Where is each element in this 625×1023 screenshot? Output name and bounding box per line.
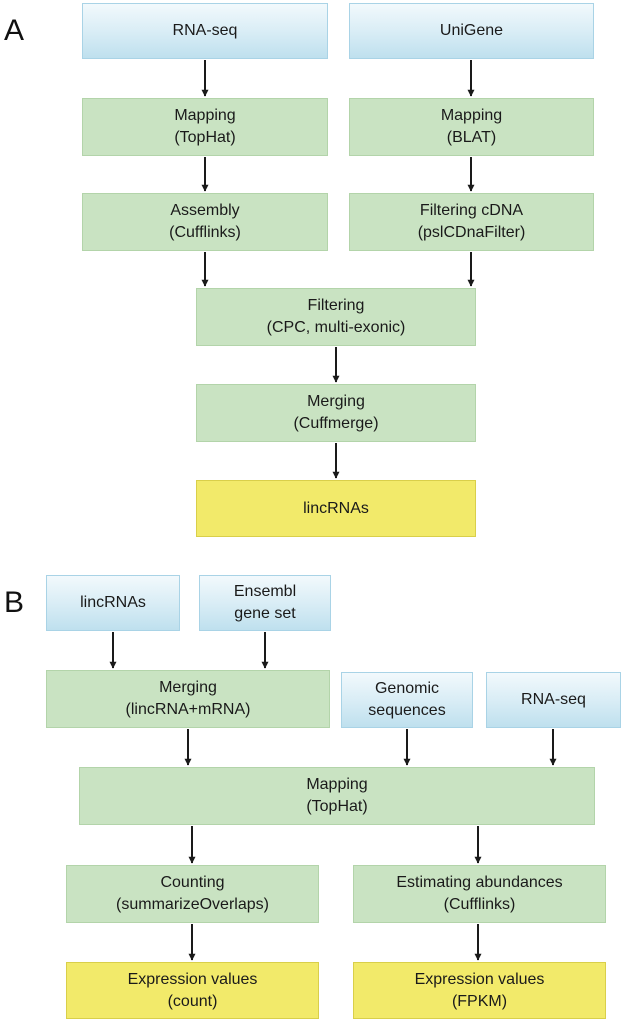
estimating-abundances-step: Estimating abundances (Cufflinks) [353,865,606,923]
expr-fpkm-line2: (FPKM) [451,992,508,1010]
genomic-line1: Genomic [374,680,440,697]
unigene-label: UniGene [439,22,504,39]
lincrnas-input: lincRNAs [46,575,180,631]
ensembl-line1: Ensembl [233,583,297,600]
assembly-line1: Assembly [170,202,240,219]
filtering-line1: Filtering [307,297,365,314]
mapping-tophat-line1: Mapping [174,107,236,124]
expression-fpkm-output: Expression values (FPKM) [353,962,606,1019]
mapping-blat-line2: (BLAT) [446,129,497,146]
mapping-b-line2: (TopHat) [306,798,368,815]
estimating-line1: Estimating abundances [396,874,563,891]
merging-lincrna-line1: Merging [159,679,217,696]
mapping-tophat-b-step: Mapping (TopHat) [79,767,595,825]
lincrnas-output: lincRNAs [196,480,476,537]
merging-lincrna-line2: (lincRNA+mRNA) [125,701,251,718]
panel-a-label: A [4,14,25,47]
ensembl-line2: gene set [234,605,296,622]
merging-cuffmerge-step: Merging (Cuffmerge) [196,384,476,442]
assembly-step: Assembly (Cufflinks) [82,193,328,251]
filtering-step: Filtering (CPC, multi-exonic) [196,288,476,346]
rna-seq-b-label: RNA-seq [521,691,586,708]
assembly-line2: (Cufflinks) [169,224,241,241]
filtering-cdna-line2: (pslCDnaFilter) [417,224,526,241]
rna-seq-label: RNA-seq [172,22,238,39]
unigene-input: UniGene [349,3,594,59]
rna-seq-input-a: RNA-seq [82,3,328,59]
counting-step: Counting (summarizeOverlaps) [66,865,319,923]
estimating-line2: (Cufflinks) [443,896,516,913]
mapping-b-line1: Mapping [306,776,368,793]
genomic-line2: sequences [368,702,446,719]
filtering-cdna-step: Filtering cDNA (pslCDnaFilter) [349,193,594,251]
lincrnas-input-label: lincRNAs [80,594,146,611]
merging-cuffmerge-line1: Merging [307,393,365,410]
mapping-tophat-line2: (TopHat) [174,129,236,146]
expr-count-line2: (count) [167,992,218,1010]
filtering-line2: (CPC, multi-exonic) [266,319,406,336]
genomic-sequences-input: Genomic sequences [341,672,473,728]
merging-cuffmerge-line2: (Cuffmerge) [293,415,379,432]
counting-line1: Counting [160,874,225,891]
expression-count-output: Expression values (count) [66,962,319,1019]
counting-line2: (summarizeOverlaps) [116,896,269,913]
merging-lincrna-mrna-step: Merging (lincRNA+mRNA) [46,670,330,728]
expr-fpkm-line1: Expression values [414,970,545,988]
mapping-blat-step: Mapping (BLAT) [349,98,594,156]
mapping-tophat-step: Mapping (TopHat) [82,98,328,156]
rna-seq-input-b: RNA-seq [486,672,621,728]
ensembl-gene-set-input: Ensembl gene set [199,575,331,631]
mapping-blat-line1: Mapping [440,107,503,124]
lincrnas-output-label: lincRNAs [303,499,369,517]
expr-count-line1: Expression values [127,970,258,988]
panel-b-label: B [4,586,25,619]
filtering-cdna-line1: Filtering cDNA [419,202,524,219]
